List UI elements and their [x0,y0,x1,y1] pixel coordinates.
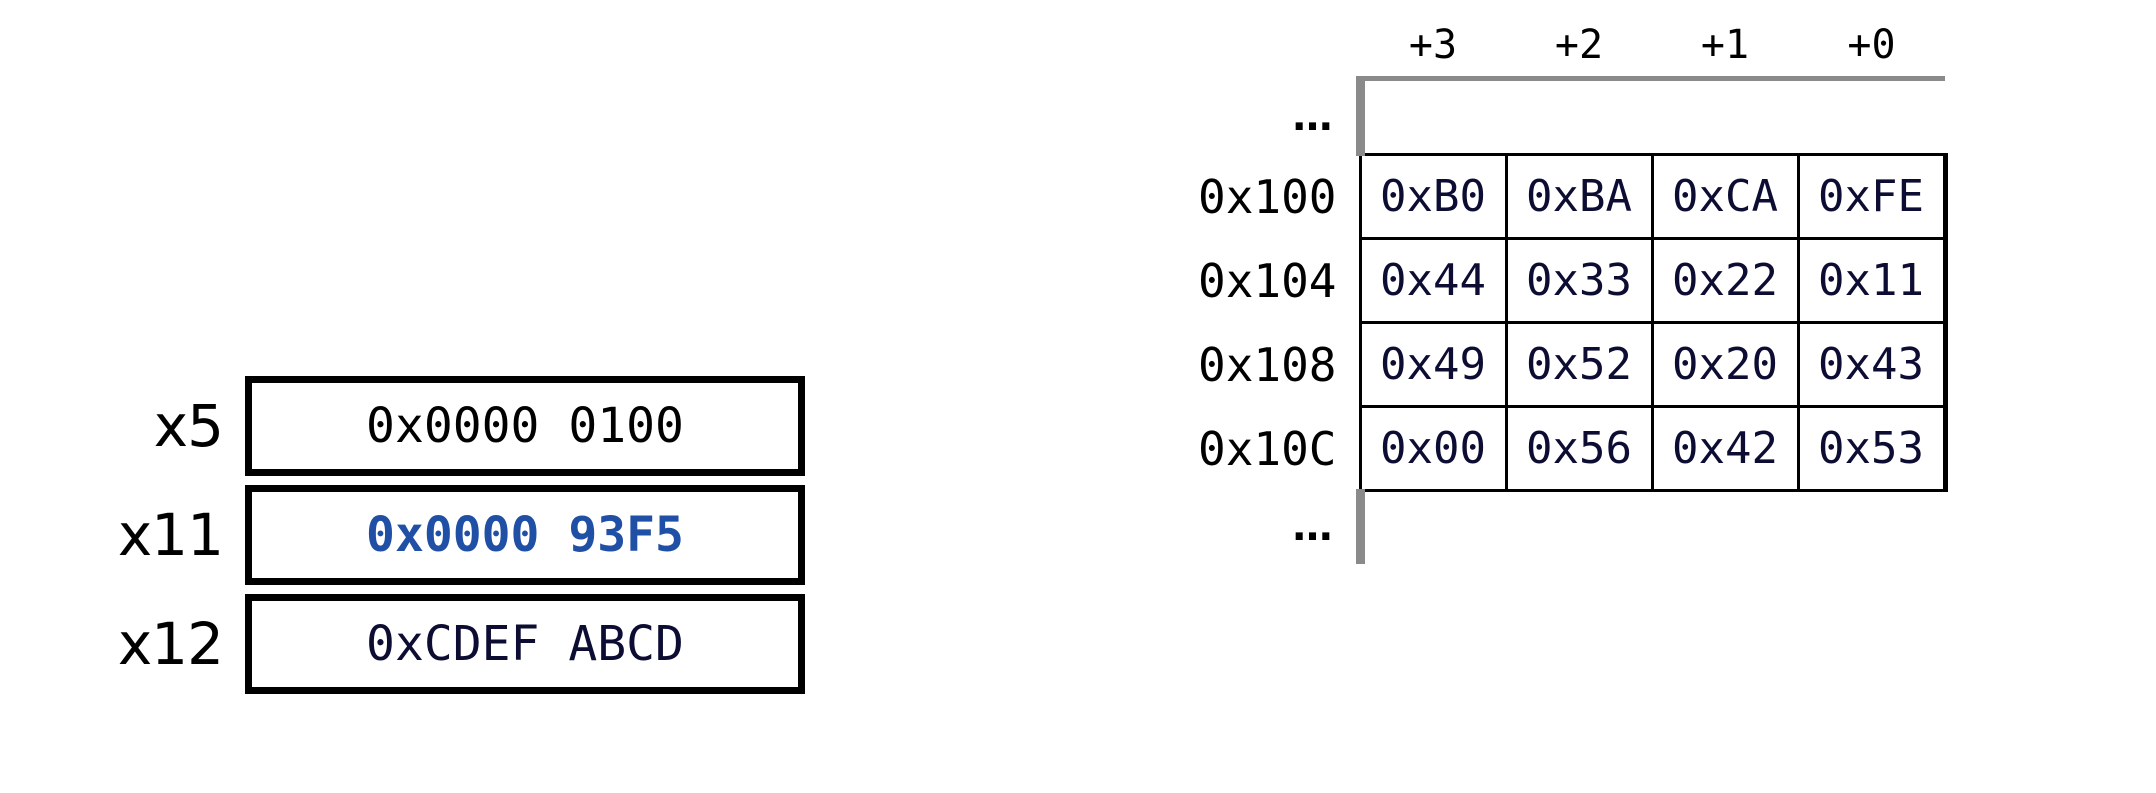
memory-row: 0x108 0x49 0x52 0x20 0x43 [1160,321,1948,408]
memory-column-header-plus2: +2 [1554,22,1604,68]
memory-table: +3 +2 +1 +0 … 0x100 0xB0 0xBA 0xCA 0xFE … [1160,14,1948,564]
memory-row: 0x104 0x44 0x33 0x22 0x11 [1160,237,1948,324]
memory-byte-cell[interactable]: 0x53 [1796,405,1948,492]
register-row: x5 0x0000 0100 [60,376,805,476]
register-box-x5[interactable]: 0x0000 0100 [245,376,805,476]
register-file: x5 0x0000 0100 x11 0x0000 93F5 x12 0xCDE… [60,376,805,694]
memory-panel: +3 +2 +1 +0 … 0x100 0xB0 0xBA 0xCA 0xFE … [1160,14,1948,564]
memory-byte-cell[interactable]: 0x49 [1358,321,1508,408]
memory-byte-cell[interactable]: 0x42 [1650,405,1800,492]
memory-header-spacer [1160,14,1360,79]
memory-byte-cell[interactable]: 0xB0 [1358,153,1508,240]
memory-ellipsis-label-top: … [1292,93,1334,140]
register-label-x5: x5 [153,392,224,460]
memory-row: 0x100 0xB0 0xBA 0xCA 0xFE [1160,153,1948,240]
memory-byte-cell[interactable]: 0x43 [1796,321,1948,408]
memory-byte-cell[interactable]: 0x22 [1650,237,1800,324]
memory-byte-cell[interactable]: 0x11 [1796,237,1948,324]
register-label-x11: x11 [117,501,224,569]
memory-byte-cell[interactable]: 0xBA [1504,153,1654,240]
memory-byte-cell[interactable]: 0x20 [1650,321,1800,408]
memory-byte-cell[interactable]: 0x33 [1504,237,1654,324]
memory-address-0x108: 0x108 [1198,337,1337,392]
register-value-x11: 0x0000 93F5 [366,507,684,563]
register-value-x12: 0xCDEF ABCD [366,616,684,672]
memory-column-header-plus3: +3 [1408,22,1458,68]
memory-column-header-plus0: +0 [1847,22,1896,68]
memory-byte-cell[interactable]: 0x52 [1504,321,1654,408]
memory-ellipsis-label-bottom: … [1292,504,1334,551]
memory-address-0x100: 0x100 [1198,169,1337,224]
memory-byte-cell[interactable]: 0x56 [1504,405,1654,492]
memory-byte-cell[interactable]: 0xFE [1796,153,1948,240]
register-box-x11[interactable]: 0x0000 93F5 [245,485,805,585]
memory-byte-cell[interactable]: 0x00 [1358,405,1508,492]
memory-column-header-row: +3 +2 +1 +0 [1160,14,1945,79]
memory-ellipsis-row-top: … [1160,76,1945,155]
register-box-x12[interactable]: 0xCDEF ABCD [245,594,805,694]
memory-ellipsis-cell-top [1355,76,1945,155]
memory-ellipsis-cell-bottom [1355,490,1945,564]
memory-column-header-plus1: +1 [1700,22,1750,68]
register-row: x11 0x0000 93F5 [60,485,805,585]
memory-byte-cell[interactable]: 0xCA [1650,153,1800,240]
memory-row: 0x10C 0x00 0x56 0x42 0x53 [1160,405,1948,492]
memory-ellipsis-row-bottom: … [1160,490,1945,564]
memory-address-0x104: 0x104 [1198,253,1337,308]
memory-byte-cell[interactable]: 0x44 [1358,237,1508,324]
register-label-x12: x12 [117,610,224,678]
register-row: x12 0xCDEF ABCD [60,594,805,694]
memory-address-0x10C: 0x10C [1198,421,1337,476]
register-value-x5: 0x0000 0100 [366,398,684,454]
